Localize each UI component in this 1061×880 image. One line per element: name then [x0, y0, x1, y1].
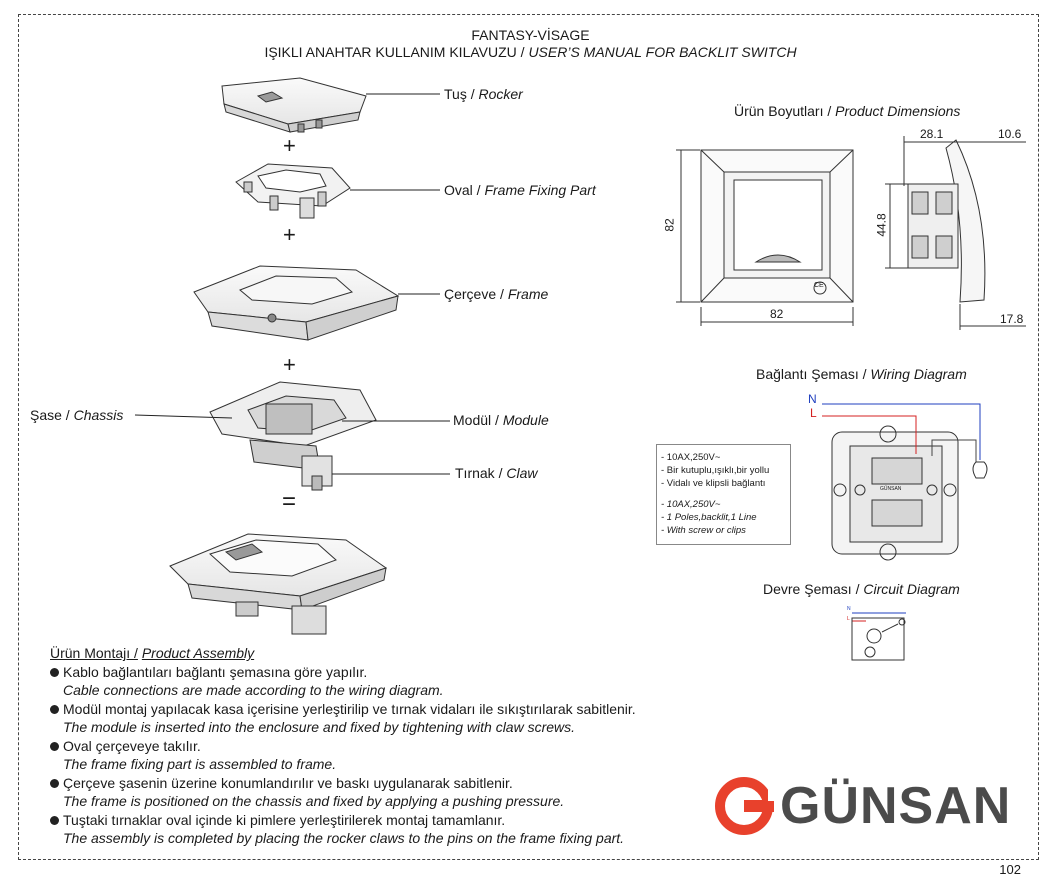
assembly-step: Tuştaki tırnaklar oval içinde ki pimlere…	[50, 811, 730, 848]
assembly-step-en: The assembly is completed by placing the…	[63, 830, 625, 846]
equals-sign: =	[282, 488, 297, 515]
module-label: Modül / Module	[453, 412, 549, 428]
claw-label-en: Claw	[506, 465, 538, 481]
dim-width: 82	[770, 307, 784, 321]
wiring-title-tr: Bağlantı Şeması /	[756, 366, 867, 382]
assembly-step: Oval çerçeveye takılır. The frame fixing…	[50, 737, 730, 774]
bullet-icon	[50, 667, 59, 677]
plus-sign-3: +	[283, 352, 296, 377]
frame-fixing-label-tr: Oval /	[444, 182, 481, 198]
manual-title-tr: IŞIKLI ANAHTAR KULLANIM KILAVUZU /	[264, 44, 525, 60]
assembly-step: Çerçeve şasenin üzerine konumlandırılır …	[50, 774, 730, 811]
plus-sign-2: +	[283, 222, 296, 247]
dim-height: 82	[662, 218, 677, 232]
chassis-module-illustration	[209, 381, 377, 491]
assembly-step-en: The module is inserted into the enclosur…	[63, 719, 576, 735]
dimensions-title-tr: Ürün Boyutları /	[734, 103, 832, 119]
plus-sign-1: +	[283, 133, 296, 158]
frame-illustration	[193, 265, 400, 341]
dimensions-title-en: Product Dimensions	[835, 103, 961, 119]
module-label-en: Module	[502, 412, 549, 428]
chassis-leader	[134, 414, 233, 419]
assembly-step-tr: Kablo bağlantıları bağlantı şemasına gör…	[63, 663, 368, 680]
product-line-title: FANTASY-VİSAGE	[471, 27, 590, 43]
dim-body: 44.8	[874, 213, 889, 237]
assembly-step-en: The frame is positioned on the chassis a…	[63, 793, 565, 809]
assembly-step-tr: Tuştaki tırnaklar oval içinde ki pimlere…	[63, 811, 506, 828]
circuit-diagram-drawing	[851, 612, 906, 661]
dim-depth-b: 10.6	[998, 127, 1022, 141]
brand-logo: GÜNSAN	[716, 776, 1028, 836]
logo-mark	[715, 777, 780, 835]
rocker-label-tr: Tuş /	[444, 86, 475, 102]
spec-tr-3: - Vidalı ve klipsli bağlantı	[661, 478, 766, 489]
spec-box: - 10AX,250V~ - Bir kutuplu,ışıklı,bir yo…	[656, 444, 791, 545]
assembly-step: Kablo bağlantıları bağlantı şemasına gör…	[50, 663, 730, 700]
assembly-step-tr: Oval çerçeveye takılır.	[63, 737, 201, 754]
circuit-line-label: L	[847, 616, 850, 622]
assembly-title: Ürün Montajı / Product Assembly	[50, 644, 730, 663]
manual-title: IŞIKLI ANAHTAR KULLANIM KILAVUZU / USER’…	[0, 44, 1061, 60]
ce-mark: CE	[814, 282, 824, 289]
claw-label-tr: Tırnak /	[455, 465, 503, 481]
bullet-icon	[50, 741, 59, 751]
spec-en-2: - 1 Poles,backlit,1 Line	[661, 512, 757, 523]
wiring-line-label: L	[810, 406, 817, 420]
dim-base: 17.8	[1000, 312, 1024, 326]
page-number: 102	[999, 862, 1021, 877]
assembly-step-tr: Modül montaj yapılacak kasa içerisine ye…	[63, 700, 636, 717]
frame-fixing-label: Oval / Frame Fixing Part	[444, 182, 596, 198]
wiring-title-en: Wiring Diagram	[870, 366, 967, 382]
chassis-label-tr: Şase /	[30, 407, 70, 423]
dimensions-title: Ürün Boyutları / Product Dimensions	[734, 103, 960, 119]
page-border	[18, 14, 1039, 860]
manual-title-en: USER’S MANUAL FOR BACKLIT SWITCH	[528, 44, 797, 60]
bullet-icon	[50, 815, 59, 825]
circuit-title: Devre Şeması / Circuit Diagram	[763, 581, 960, 597]
assembly-step-en: The frame fixing part is assembled to fr…	[63, 756, 337, 772]
frame-label-tr: Çerçeve /	[444, 286, 504, 302]
claw-label: Tırnak / Claw	[455, 465, 537, 481]
assembled-switch-illustration	[169, 533, 388, 635]
frame-label-en: Frame	[507, 286, 549, 302]
assembly-step-en: Cable connections are made according to …	[63, 682, 444, 698]
brand-logo-text: GÜNSAN	[780, 777, 1012, 835]
frame-fixing-label-en: Frame Fixing Part	[484, 182, 596, 198]
circuit-neutral-label: N	[847, 606, 851, 612]
rocker-label: Tuş / Rocker	[444, 86, 523, 102]
frame-label: Çerçeve / Frame	[444, 286, 548, 302]
assembly-step-tr: Çerçeve şasenin üzerine konumlandırılır …	[63, 774, 513, 791]
circuit-title-en: Circuit Diagram	[863, 581, 960, 597]
wiring-neutral-label: N	[808, 392, 817, 406]
wiring-title: Bağlantı Şeması / Wiring Diagram	[756, 366, 967, 382]
bullet-icon	[50, 778, 59, 788]
circuit-title-tr: Devre Şeması /	[763, 581, 860, 597]
assembly-instructions: Ürün Montajı / Product Assembly Kablo ba…	[50, 644, 730, 848]
frame-fixing-illustration	[235, 163, 351, 219]
module-code-text: GÜNSAN	[880, 486, 902, 492]
wiring-diagram-drawing	[822, 403, 988, 561]
assembly-title-en: Product Assembly	[141, 645, 255, 661]
module-label-tr: Modül /	[453, 412, 499, 428]
spec-tr-2: - Bir kutuplu,ışıklı,bir yollu	[661, 465, 770, 476]
dim-depth-a: 28.1	[920, 127, 944, 141]
rocker-label-en: Rocker	[478, 86, 523, 102]
bullet-icon	[50, 704, 59, 714]
front-view-drawing	[676, 149, 854, 326]
rocker-illustration	[221, 77, 367, 133]
spec-en-3: - With screw or clips	[661, 525, 746, 536]
assembly-step: Modül montaj yapılacak kasa içerisine ye…	[50, 700, 730, 737]
side-view-drawing	[885, 136, 1026, 330]
assembly-title-tr: Ürün Montajı /	[50, 645, 138, 661]
spec-en-1: - 10AX,250V~	[661, 499, 721, 510]
chassis-label: Şase / Chassis	[30, 407, 123, 423]
spec-tr-1: - 10AX,250V~	[661, 452, 721, 463]
chassis-label-en: Chassis	[73, 407, 124, 423]
